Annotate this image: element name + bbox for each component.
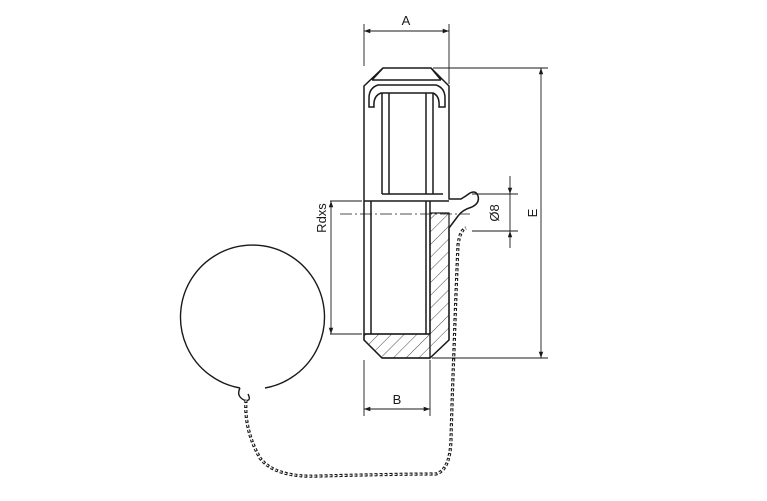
dimension-lines: [328, 24, 548, 416]
section-hatch-bottom: [363, 333, 431, 359]
dim-d8-label: Ø8: [487, 204, 502, 221]
dim-a-label: A: [402, 13, 411, 28]
ring-eyelet: [237, 387, 251, 402]
cap-body: [363, 67, 480, 359]
section-hatch-right: [429, 212, 450, 360]
inner-shaft: [381, 93, 443, 195]
lanyard-ring: [179, 244, 326, 389]
hex-socket: [368, 84, 446, 108]
dim-rdxs-label: Rdxs: [314, 203, 329, 233]
dim-b-label: B: [393, 392, 402, 407]
chain: [244, 226, 467, 478]
dim-e-label: E: [525, 208, 540, 217]
